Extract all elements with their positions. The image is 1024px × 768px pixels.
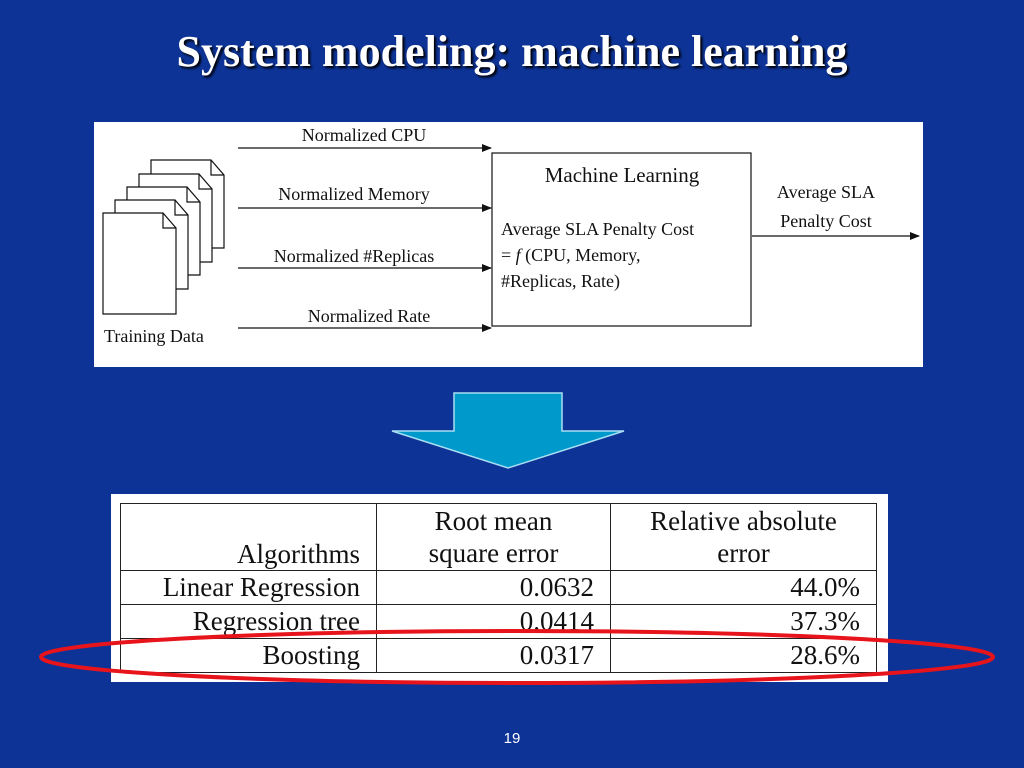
table-row: Boosting 0.0317 28.6% [120, 638, 877, 673]
cell-rae: 44.0% [610, 570, 877, 605]
slide-title: System modeling: machine learning [176, 27, 848, 76]
table-row: Linear Regression 0.0632 44.0% [120, 570, 877, 605]
ml-diagram: Training Data Normalized CPU Normalized … [94, 122, 923, 367]
ml-diagram-svg: Training Data Normalized CPU Normalized … [102, 125, 920, 346]
cell-rae: 37.3% [610, 604, 877, 639]
ml-formula-line2: = f (CPU, Memory, [501, 245, 641, 266]
cell-algorithm: Boosting [120, 638, 377, 673]
output-label-line1: Average SLA [777, 182, 875, 202]
output-label-line2: Penalty Cost [780, 211, 872, 231]
ml-formula-line1: Average SLA Penalty Cost [501, 219, 694, 239]
page-number: 19 [503, 730, 521, 747]
cell-rmse: 0.0414 [376, 604, 611, 639]
cell-algorithm: Linear Regression [120, 570, 377, 605]
table-row: Regression tree 0.0414 37.3% [120, 604, 877, 639]
input-replicas-label: Normalized #Replicas [274, 246, 434, 266]
cell-rmse: 0.0632 [376, 570, 611, 605]
input-rate-label: Normalized Rate [308, 306, 430, 326]
input-cpu-label: Normalized CPU [302, 125, 426, 145]
input-memory-label: Normalized Memory [278, 184, 429, 204]
training-data-documents-icon [102, 159, 225, 315]
down-arrow-icon [391, 392, 625, 469]
training-data-label: Training Data [104, 326, 204, 346]
cell-rae: 28.6% [610, 638, 877, 673]
cell-rmse: 0.0317 [376, 638, 611, 673]
ml-formula-line3: #Replicas, Rate) [501, 271, 620, 292]
machine-learning-box [491, 152, 752, 327]
cell-algorithm: Regression tree [120, 604, 377, 639]
header-algorithms: Algorithms [120, 503, 377, 571]
ml-box-title: Machine Learning [545, 163, 700, 187]
